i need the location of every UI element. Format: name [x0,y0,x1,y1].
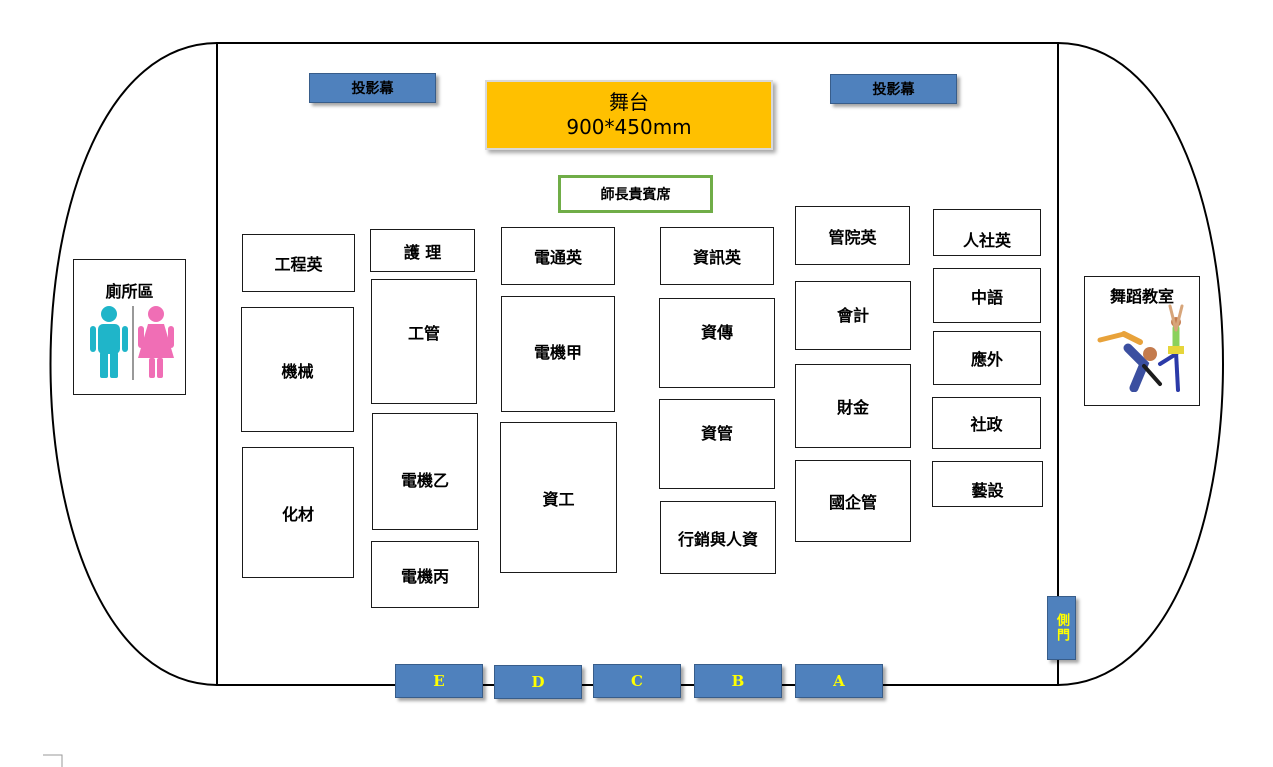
section-label: 電機丙 [400,566,449,586]
door-d: D [494,665,582,699]
side-door-label: 側門 [1054,613,1069,643]
section-renshe: 人社英 [933,209,1041,256]
stage-title: 舞台 [609,90,649,114]
section-yingwai: 應外 [933,331,1041,385]
dancers-icon [1097,304,1184,392]
section-label: 資管 [700,424,733,443]
section-huli: 護 理 [370,229,475,272]
corner-mark [43,754,63,767]
door-label: E [433,672,445,690]
section-label: 護 理 [403,242,442,262]
section-jixie: 機械 [241,307,354,432]
section-diantongying: 電通英 [501,227,615,285]
breakdancer [1097,331,1162,392]
door-c: C [593,664,681,698]
section-label: 財金 [836,398,869,417]
section-label: 中語 [970,287,1003,307]
vip-seating: 師長貴賓席 [558,175,713,213]
section-label: 機械 [281,361,314,381]
section-guoqiguan: 國企管 [795,460,911,542]
section-label: 會計 [836,306,869,325]
side-door: 側門 [1047,596,1076,660]
section-label: 電機乙 [400,471,449,490]
door-label: C [631,672,643,690]
stage: 舞台 900*450mm [485,80,773,150]
section-label: 社政 [970,415,1003,434]
section-label: 電機甲 [533,343,582,362]
section-gongchengying: 工程英 [242,234,355,292]
section-dianjibing: 電機丙 [371,541,479,608]
section-label: 管院英 [828,227,877,247]
door-label: A [833,672,845,690]
projector-right-label: 投影幕 [872,82,915,98]
section-yishe: 藝設 [932,461,1043,507]
section-label: 資工 [542,490,575,509]
section-huacai: 化材 [242,447,354,578]
section-label: 資訊英 [692,248,741,267]
section-zixunying: 資訊英 [660,227,774,285]
section-shezheng: 社政 [932,397,1041,449]
section-label: 人社英 [962,230,1011,250]
section-label: 行銷與人資 [677,529,758,549]
restroom-label: 廁所區 [105,282,154,301]
section-label: 工程英 [274,255,323,274]
section-label: 資傳 [700,323,733,342]
section-kuaiji: 會計 [795,281,911,350]
left-curved-wall [49,42,218,686]
section-zhongyu: 中語 [933,268,1041,323]
section-zigong: 資工 [500,422,617,573]
ballet-dancer [1158,304,1184,392]
door-label: B [731,672,745,690]
right-curved-wall [1057,42,1224,686]
female-figure [138,306,174,378]
section-guanyuanying: 管院英 [795,206,910,265]
door-a: A [795,664,883,698]
section-label: 應外 [970,350,1003,369]
dance-classroom-label: 舞蹈教室 [1109,287,1174,306]
door-b: B [694,664,782,698]
projector-screen-right: 投影幕 [830,74,957,104]
section-zichuan: 資傳 [659,298,775,388]
section-dianjiyi: 電機乙 [372,413,478,530]
section-label: 工管 [407,324,440,343]
projector-left-label: 投影幕 [351,81,394,97]
section-xingxiao: 行銷與人資 [660,501,776,574]
male-figure [90,306,128,378]
section-dianjijia: 電機甲 [501,296,615,412]
projector-screen-left: 投影幕 [309,73,436,103]
section-label: 電通英 [533,248,582,267]
stage-size: 900*450mm [566,115,692,139]
door-e: E [395,664,483,698]
section-label: 藝設 [971,481,1004,500]
door-label: D [531,673,545,691]
restroom-icon [90,306,174,380]
vip-seating-label: 師長貴賓席 [600,187,671,203]
section-label: 國企管 [828,493,877,512]
section-gongguan: 工管 [371,279,477,404]
section-ziguan: 資管 [659,399,775,489]
section-label: 化材 [281,504,314,524]
section-caijin: 財金 [795,364,911,448]
